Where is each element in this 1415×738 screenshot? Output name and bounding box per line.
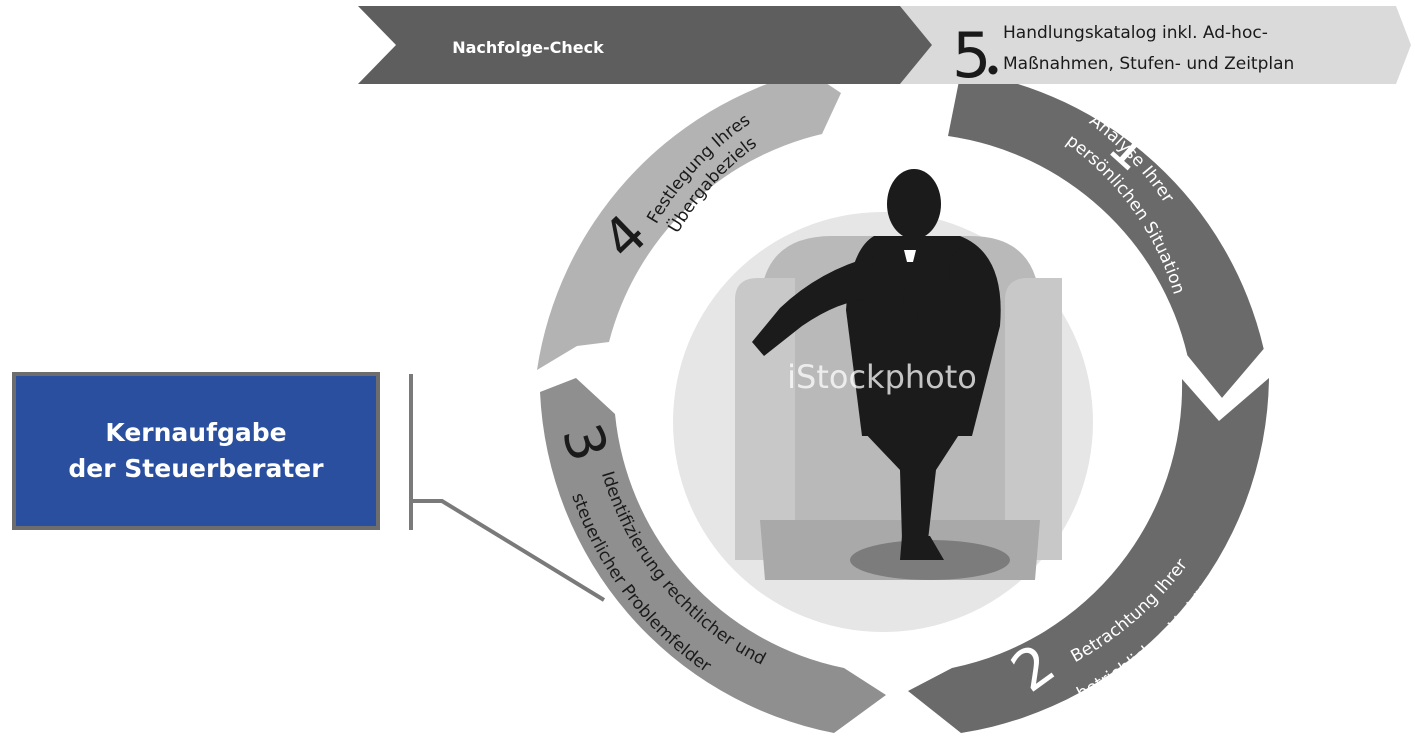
- banner-step5-line1: Handlungskatalog inkl. Ad-hoc-: [1003, 23, 1268, 43]
- banner-step5-bullet: [988, 65, 998, 75]
- cycle-arrow-step-2: [908, 378, 1269, 733]
- banner-nachfolge-check: [358, 6, 932, 84]
- callout-line-2: der Steuerberater: [68, 454, 324, 483]
- banner-step5-number: 5: [952, 19, 991, 92]
- callout-connector-line: [411, 499, 606, 602]
- cycle-arrow-step-1: [948, 71, 1264, 398]
- callout-box: Kernaufgabe der Steuerberater: [12, 372, 380, 530]
- banner-step5-line2: Maßnahmen, Stufen- und Zeitplan: [1003, 54, 1294, 74]
- cycle-arrow-step-4: [537, 71, 841, 370]
- callout-line-1: Kernaufgabe: [105, 418, 287, 447]
- cycle-arrow-step-3: [540, 378, 886, 733]
- businessman-armchair-silhouette-icon: [735, 169, 1062, 580]
- banner-check-label: Nachfolge-Check: [452, 38, 604, 57]
- center-image-watermark: iStockphoto: [787, 358, 977, 396]
- banner-step-5: [900, 6, 1411, 84]
